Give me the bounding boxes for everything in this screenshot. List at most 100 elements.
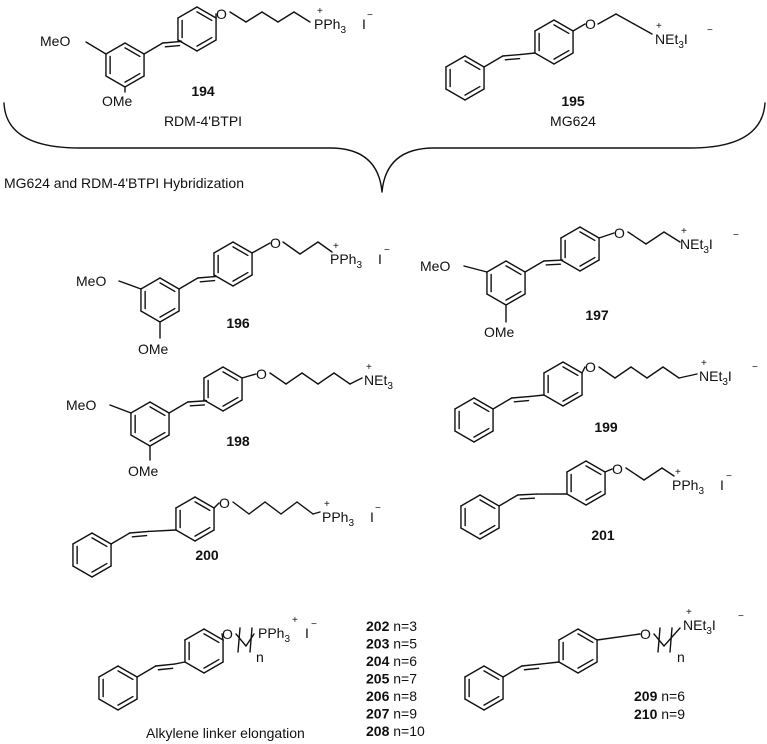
bond-line xyxy=(177,39,183,43)
bond-line xyxy=(232,241,253,254)
bond-line xyxy=(464,85,481,96)
compound-list-item: 207 n=9 xyxy=(366,706,417,722)
bond-line xyxy=(143,42,164,55)
bond-line xyxy=(598,232,615,239)
compound-196: MeO OMe O PPh3 + I − 196 xyxy=(76,235,390,357)
bond-line xyxy=(91,532,112,545)
bond-line xyxy=(91,537,108,548)
bond-line xyxy=(117,698,138,711)
bond-line xyxy=(585,465,602,476)
cation-charge: + xyxy=(292,615,298,626)
bond-line xyxy=(505,260,526,273)
bond-line xyxy=(464,55,485,68)
bond-line xyxy=(232,274,253,287)
bond-line xyxy=(521,663,542,667)
bond-line xyxy=(524,260,545,273)
bond-line xyxy=(519,497,536,500)
bond-line xyxy=(105,42,126,55)
bond-line xyxy=(577,628,598,641)
cation-charge: + xyxy=(681,226,687,237)
bond-line xyxy=(98,665,119,678)
bond-line xyxy=(529,394,545,398)
compound-list-item: 208 n=10 xyxy=(366,723,425,739)
bond-line xyxy=(149,431,166,442)
bond-line xyxy=(189,404,206,407)
bond-line xyxy=(520,52,536,56)
bond-line xyxy=(213,274,218,278)
bond-line xyxy=(562,361,583,374)
bond-line xyxy=(657,627,661,653)
bond-line xyxy=(249,627,253,653)
cation-label: NEt3I xyxy=(683,617,716,637)
bond-line xyxy=(296,501,314,515)
bond-line xyxy=(159,277,180,290)
molecular-bonds xyxy=(72,6,698,711)
bond-line xyxy=(149,401,170,414)
bond-line xyxy=(222,371,239,382)
bond-line xyxy=(196,36,213,47)
elongation-caption: Alkylene linker elongation xyxy=(146,725,305,741)
ether-oxygen: O xyxy=(270,235,281,251)
bond-line xyxy=(577,661,598,674)
bond-line xyxy=(203,366,224,379)
bond-line xyxy=(194,529,215,542)
bond-line xyxy=(157,667,174,671)
bond-line xyxy=(579,259,600,272)
ether-oxygen: O xyxy=(585,359,596,375)
bond-line xyxy=(579,231,596,242)
compound-list-item: 206 n=8 xyxy=(366,688,417,704)
ether-oxygen: O xyxy=(256,366,267,382)
bond-line xyxy=(543,394,564,407)
bond-line xyxy=(630,366,648,379)
bond-line xyxy=(543,361,564,374)
bond-line xyxy=(213,274,234,287)
bond-line xyxy=(178,277,199,290)
bond-line xyxy=(222,399,243,412)
bond-line xyxy=(669,627,673,653)
bond-line xyxy=(91,562,108,573)
bond-line xyxy=(625,467,645,481)
bond-line xyxy=(553,49,570,60)
bond-line xyxy=(175,496,196,509)
bond-line xyxy=(117,695,134,706)
anion-charge: − xyxy=(384,245,390,256)
bond-line xyxy=(184,661,205,674)
compound-name: RDM-4'BTPI xyxy=(164,113,242,129)
bond-line xyxy=(131,534,148,538)
bond-line xyxy=(232,271,249,282)
bond-line xyxy=(464,665,485,678)
bond-line xyxy=(545,263,562,266)
methoxy-label: MeO xyxy=(76,273,106,289)
bond-line xyxy=(543,259,564,262)
bond-line xyxy=(460,494,481,507)
bond-line xyxy=(349,377,363,385)
compound-list-item: 209 n=6 xyxy=(634,688,685,704)
bond-line xyxy=(269,372,287,385)
bond-line xyxy=(597,13,617,25)
compound-197: MeO OMe O NEt3I + − 197 xyxy=(420,225,739,340)
bond-line xyxy=(194,496,215,509)
bond-line xyxy=(197,275,218,279)
bond-line xyxy=(502,665,523,678)
bond-line xyxy=(105,75,126,88)
bond-line xyxy=(562,394,583,407)
compound-number: 199 xyxy=(594,419,618,435)
compound-number: 194 xyxy=(191,83,215,99)
bond-line xyxy=(479,494,500,507)
bond-line xyxy=(229,11,247,23)
bond-line xyxy=(168,401,189,414)
bond-line xyxy=(248,501,266,515)
bond-line xyxy=(117,665,138,678)
bond-line xyxy=(483,665,504,678)
bond-line xyxy=(213,241,234,254)
bond-line xyxy=(473,397,494,410)
ether-oxygen: O xyxy=(216,6,227,22)
bond-line xyxy=(301,372,319,385)
compound-number: 195 xyxy=(561,93,585,109)
compound-list-item: 204 n=6 xyxy=(366,653,417,669)
bond-line xyxy=(513,399,530,403)
anion-charge: − xyxy=(733,230,739,241)
bond-line xyxy=(473,427,490,438)
